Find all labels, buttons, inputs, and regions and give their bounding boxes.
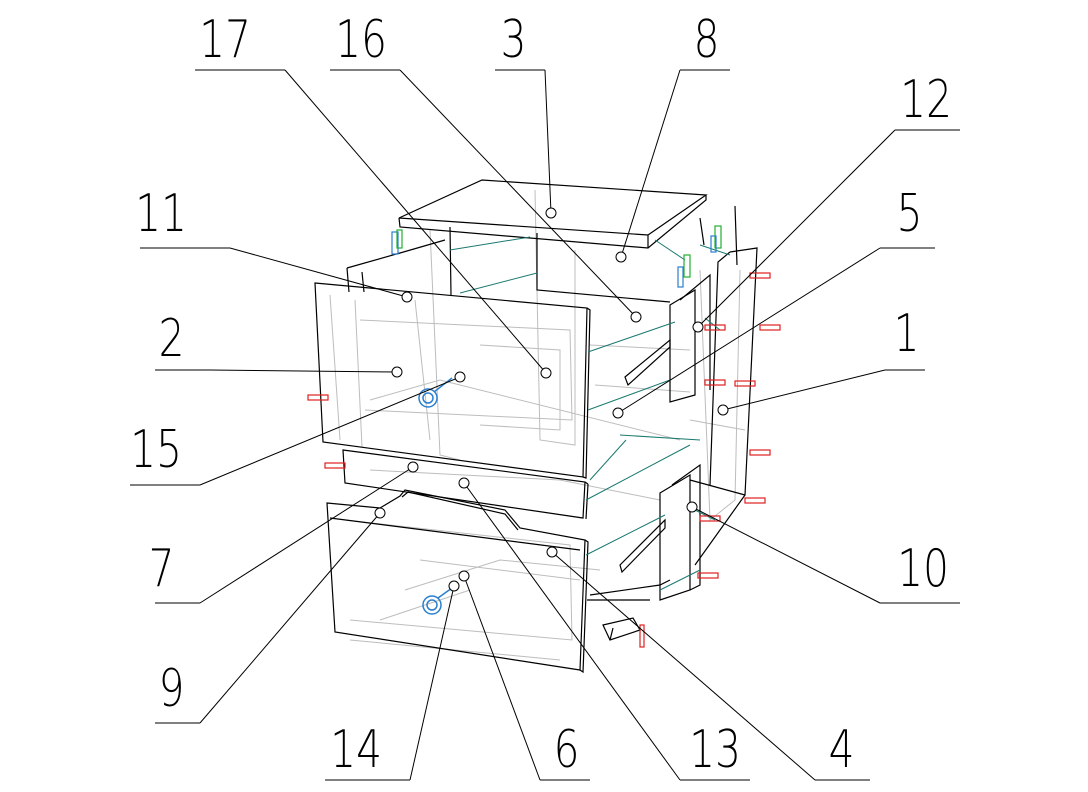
peg-icon <box>704 324 726 331</box>
peg-icon <box>749 449 771 456</box>
handle-icons <box>418 377 453 615</box>
leader-marker-13 <box>458 477 470 489</box>
leader-line-12 <box>697 129 896 328</box>
leader-marker-10 <box>686 501 698 513</box>
part-outlines <box>314 179 758 674</box>
peg-icon <box>697 572 719 579</box>
leader-marker-7 <box>407 461 419 473</box>
leader-line-16 <box>399 69 637 318</box>
leader-marker-9 <box>374 507 386 519</box>
leader-line-4 <box>551 551 816 781</box>
callout-7: 7 <box>148 539 175 599</box>
leader-marker-15 <box>454 371 466 383</box>
middle-rail-outline <box>342 449 586 519</box>
leader-line-5 <box>617 247 881 414</box>
leader-marker-16 <box>630 311 642 323</box>
peg-icon <box>307 394 329 401</box>
leader-line-1 <box>722 369 886 411</box>
callout-12: 12 <box>900 70 952 130</box>
peg-icon <box>639 624 645 648</box>
leader-line-8 <box>620 69 681 258</box>
leader-marker-3 <box>545 207 557 219</box>
callout-10: 10 <box>897 539 949 599</box>
callout-13: 13 <box>689 720 741 780</box>
peg-icon <box>734 380 756 387</box>
callout-3: 3 <box>500 10 527 70</box>
callout-16: 16 <box>335 10 387 70</box>
callout-17: 17 <box>199 10 251 70</box>
callout-6: 6 <box>553 720 580 780</box>
callout-9: 9 <box>158 659 185 719</box>
peg-icon <box>324 462 346 469</box>
callout-11: 11 <box>135 184 187 244</box>
callout-8: 8 <box>693 10 720 70</box>
leader-line-7 <box>199 466 414 604</box>
peg-icon <box>744 497 766 504</box>
leader-line-15 <box>199 376 461 486</box>
peg-icon <box>759 324 781 331</box>
leader-line-9 <box>199 512 381 724</box>
callout-5: 5 <box>896 184 923 244</box>
leader-marker-4 <box>546 546 558 558</box>
leader-marker-5 <box>612 407 624 419</box>
leader-line-6 <box>463 575 541 781</box>
callout-1: 1 <box>893 304 920 364</box>
leader-line-11 <box>229 247 408 298</box>
callout-14: 14 <box>330 720 382 780</box>
leader-line-14 <box>409 585 455 781</box>
top-panel-outline <box>398 179 708 236</box>
leader-line-10 <box>691 506 881 604</box>
peg-icon <box>704 379 726 386</box>
leader-line-13 <box>463 482 681 781</box>
leader-marker-6 <box>458 570 470 582</box>
peg-icon <box>749 272 771 279</box>
leader-line-17 <box>284 69 547 374</box>
leader-line-3 <box>544 69 552 214</box>
leader-line-2 <box>209 369 398 373</box>
connector-lines <box>449 236 731 591</box>
callout-4: 4 <box>828 720 855 780</box>
leader-marker-11 <box>401 291 413 303</box>
hinge-icons <box>391 225 722 288</box>
callout-2: 2 <box>158 309 185 369</box>
leader-marker-12 <box>692 321 704 333</box>
fastener-icons <box>307 272 781 648</box>
leader-marker-14 <box>448 580 460 592</box>
leader-marker-17 <box>540 367 552 379</box>
leader-marker-8 <box>615 251 627 263</box>
leader-marker-1 <box>717 404 729 416</box>
callout-15: 15 <box>130 420 182 480</box>
leader-marker-2 <box>391 366 403 378</box>
lower-drawer-front-outline <box>326 489 586 671</box>
